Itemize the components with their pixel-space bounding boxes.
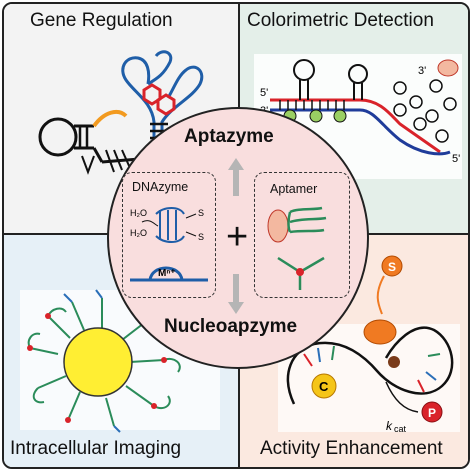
- plus-sign: +: [226, 216, 249, 258]
- dnazyme-label: DNAzyme: [132, 180, 189, 194]
- gold-nanoparticle: [63, 327, 133, 397]
- intracellular-imaging-title: Intracellular Imaging: [10, 438, 182, 459]
- catalyst-c-circle: [311, 373, 337, 399]
- substrate-s-circle: [381, 255, 403, 277]
- svg-text:P: P: [428, 406, 436, 420]
- activity-enhancement-title: Activity Enhancement: [260, 438, 443, 459]
- svg-text:S: S: [198, 208, 204, 218]
- svg-text:H₂O: H₂O: [130, 228, 147, 238]
- svg-text:S: S: [388, 260, 396, 274]
- center-arrows: [228, 158, 244, 314]
- up-arrow-icon: [228, 158, 244, 196]
- svg-text:3': 3': [418, 65, 426, 77]
- down-arrow-icon: [228, 274, 244, 314]
- colorimetric-detection-title: Colorimetric Detection: [247, 10, 434, 31]
- nucleoapzyme-label: Nucleoapzyme: [164, 316, 298, 337]
- svg-text:5': 5': [260, 87, 268, 99]
- svg-text:k: k: [386, 419, 393, 433]
- svg-text:H₂O: H₂O: [130, 208, 147, 218]
- svg-text:S: S: [198, 232, 204, 242]
- gene-regulation-structure: [38, 50, 204, 175]
- aptamer-structure: [267, 206, 327, 290]
- svg-text:C: C: [319, 379, 329, 394]
- product-p-circle: [421, 401, 443, 423]
- aptamer-label: Aptamer: [270, 182, 318, 196]
- figure-frame: Gene Regulation Colorimetric Detection I…: [2, 2, 470, 469]
- svg-text:Mⁿ⁺: Mⁿ⁺: [158, 268, 176, 279]
- dnazyme-structure: H₂O H₂O S S Mⁿ⁺: [130, 207, 208, 282]
- aptazyme-label: Aptazyme: [184, 126, 274, 147]
- svg-text:cat: cat: [394, 424, 407, 434]
- svg-text:5': 5': [452, 153, 460, 165]
- gene-regulation-title: Gene Regulation: [30, 10, 173, 31]
